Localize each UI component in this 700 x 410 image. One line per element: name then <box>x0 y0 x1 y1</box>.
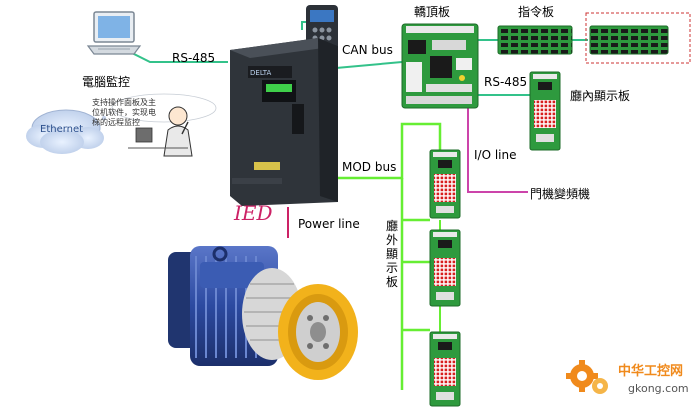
ied-label: IED <box>233 201 273 225</box>
hall-display-vertical-label: 廳外顯示板 <box>386 218 398 289</box>
command-board-label: 指令板 <box>518 4 554 19</box>
command-board <box>497 25 573 55</box>
svg-text:位机软件，实现电: 位机软件，实现电 <box>92 107 156 117</box>
hall-display-board <box>429 331 461 407</box>
car-top-board <box>401 23 479 109</box>
hall-display-board <box>429 149 461 219</box>
car-display-board <box>529 71 561 151</box>
ethernet-label: Ethernet <box>40 124 83 135</box>
io-line-path <box>467 108 528 193</box>
gear-logo-icon <box>566 360 608 394</box>
rs485-left-label: RS-485 <box>172 51 215 65</box>
mod-bus-line <box>336 122 442 180</box>
car-display-board-label: 廳內顯示板 <box>570 88 630 103</box>
can-bus-label: CAN bus <box>342 43 393 57</box>
remote-monitor-note: 支持操作面板及主 位机软件，实现电 梯的远程监控 <box>92 93 217 163</box>
car-top-board-label: 轎頂板 <box>414 5 450 19</box>
power-line-label: Power line <box>298 217 360 231</box>
mod-bus-label: MOD bus <box>342 160 396 174</box>
hall-display-board <box>429 229 461 307</box>
person-thinking-icon <box>128 106 193 157</box>
pc-monitor-label: 電腦監控 <box>82 74 130 89</box>
inverter-drive-icon: DELTA <box>230 38 338 206</box>
drive-brand-label: DELTA <box>250 69 271 77</box>
ethernet-cloud-icon <box>26 109 104 154</box>
traction-motor-icon <box>168 246 358 380</box>
io-line-label: I/O line <box>474 148 517 162</box>
dot-matrix-display-icon <box>534 100 556 128</box>
svg-text:梯的远程监控: 梯的远程监控 <box>92 117 140 127</box>
svg-text:支持操作面板及主: 支持操作面板及主 <box>92 97 156 107</box>
laptop-icon <box>86 11 142 55</box>
watermark-title: 中华工控网 <box>618 363 683 379</box>
rs485-right-label: RS-485 <box>484 75 527 89</box>
command-board-extension <box>585 12 691 64</box>
watermark-url: gkong.com <box>628 382 689 395</box>
hall-display-vertical-text: 廳外顯示板 <box>386 218 398 289</box>
can-bus-line <box>335 61 403 69</box>
door-inverter-label: 門機變頻機 <box>530 186 590 201</box>
